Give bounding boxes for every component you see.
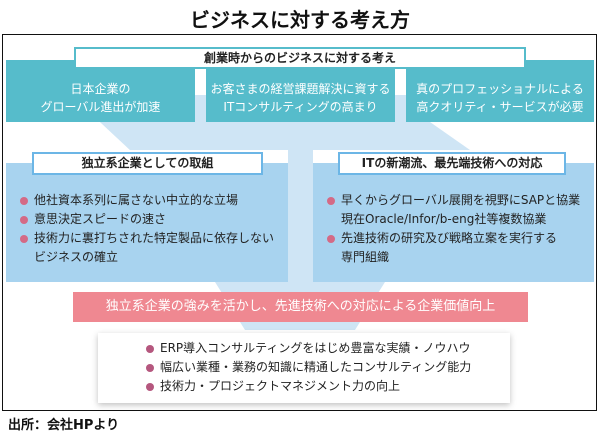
item-text: 技術力に裏打ちされた特定製品に依存しない [34, 231, 275, 245]
top-box-line: 真のプロフェッショナルによる [416, 82, 584, 96]
list-item: 技術力・プロジェクトマネジメント力の向上 [146, 377, 510, 396]
top-box-line: グローバル進出が加速 [40, 100, 161, 114]
left-box-header: 独立系企業としての取組 [32, 152, 263, 175]
item-text: 幅広い業種・業務の知識に精通したコンサルティング能力 [160, 360, 472, 374]
list-item: 技術力に裏打ちされた特定製品に依存しない [20, 229, 288, 248]
top-box-line: ITコンサルティングの高まり [223, 100, 378, 114]
result-banner: 独立系企業の強みを活かし、先進技術への対応による企業価値向上 [73, 292, 528, 322]
bullet-icon [146, 364, 154, 372]
diagram-frame [2, 34, 597, 411]
left-box: 他社資本系列に属さない中立的な立場 意思決定スピードの速さ 技術力に裏打ちされた… [6, 163, 288, 282]
list-item: 幅広い業種・業務の知識に精通したコンサルティング能力 [146, 358, 510, 377]
bullet-icon [20, 216, 28, 224]
top-box-quality: 真のプロフェッショナルによる 高クオリティ・サービスが必要 [406, 60, 594, 122]
list-item: 早くからグローバル展開を視野にSAPと協業 [327, 191, 594, 210]
list-item: 他社資本系列に属さない中立的な立場 [20, 191, 288, 210]
bullet-icon [20, 235, 28, 243]
bullet-icon [146, 345, 154, 353]
item-text-cont: 現在Oracle/Infor/b-eng社等複数協業 [341, 212, 547, 226]
bullet-icon [327, 235, 335, 243]
list-item: 先進技術の研究及び戦略立案を実行する [327, 229, 594, 248]
page-title: ビジネスに対する考え方 [190, 8, 410, 32]
item-text: 先進技術の研究及び戦略立案を実行する [341, 231, 558, 245]
bullet-icon [146, 383, 154, 391]
top-banner: 創業時からのビジネスに対する考え [74, 47, 526, 69]
item-text-cont: 専門組織 [341, 250, 390, 264]
top-box-line: 日本企業の [70, 82, 131, 96]
list-item: 意思決定スピードの速さ [20, 210, 288, 229]
item-text-cont: ビジネスの確立 [34, 250, 119, 264]
top-box-line: 高クオリティ・サービスが必要 [416, 100, 584, 114]
item-text: 技術力・プロジェクトマネジメント力の向上 [160, 379, 401, 393]
item-text: 他社資本系列に属さない中立的な立場 [34, 193, 239, 207]
top-box-global: 日本企業の グローバル進出が加速 [6, 60, 195, 122]
source-note: 出所：会社HPより [8, 418, 120, 433]
list-item: ERP導入コンサルティングをはじめ豊富な実績・ノウハウ [146, 339, 510, 358]
item-text: 早くからグローバル展開を視野にSAPと協業 [341, 193, 581, 207]
bullet-icon [20, 197, 28, 205]
right-box: 早くからグローバル展開を視野にSAPと協業 現在Oracle/Infor/b-e… [313, 163, 594, 282]
top-box-consulting: お客さまの経営課題解決に資する ITコンサルティングの高まり [206, 60, 395, 122]
bullet-icon [327, 197, 335, 205]
top-box-line: お客さまの経営課題解決に資する [210, 82, 391, 96]
item-text: 意思決定スピードの速さ [34, 212, 167, 226]
right-box-header: ITの新潮流、最先端技術への対応 [338, 152, 566, 175]
result-card: ERP導入コンサルティングをはじめ豊富な実績・ノウハウ 幅広い業種・業務の知識に… [98, 333, 510, 403]
item-text: ERP導入コンサルティングをはじめ豊富な実績・ノウハウ [160, 341, 471, 355]
